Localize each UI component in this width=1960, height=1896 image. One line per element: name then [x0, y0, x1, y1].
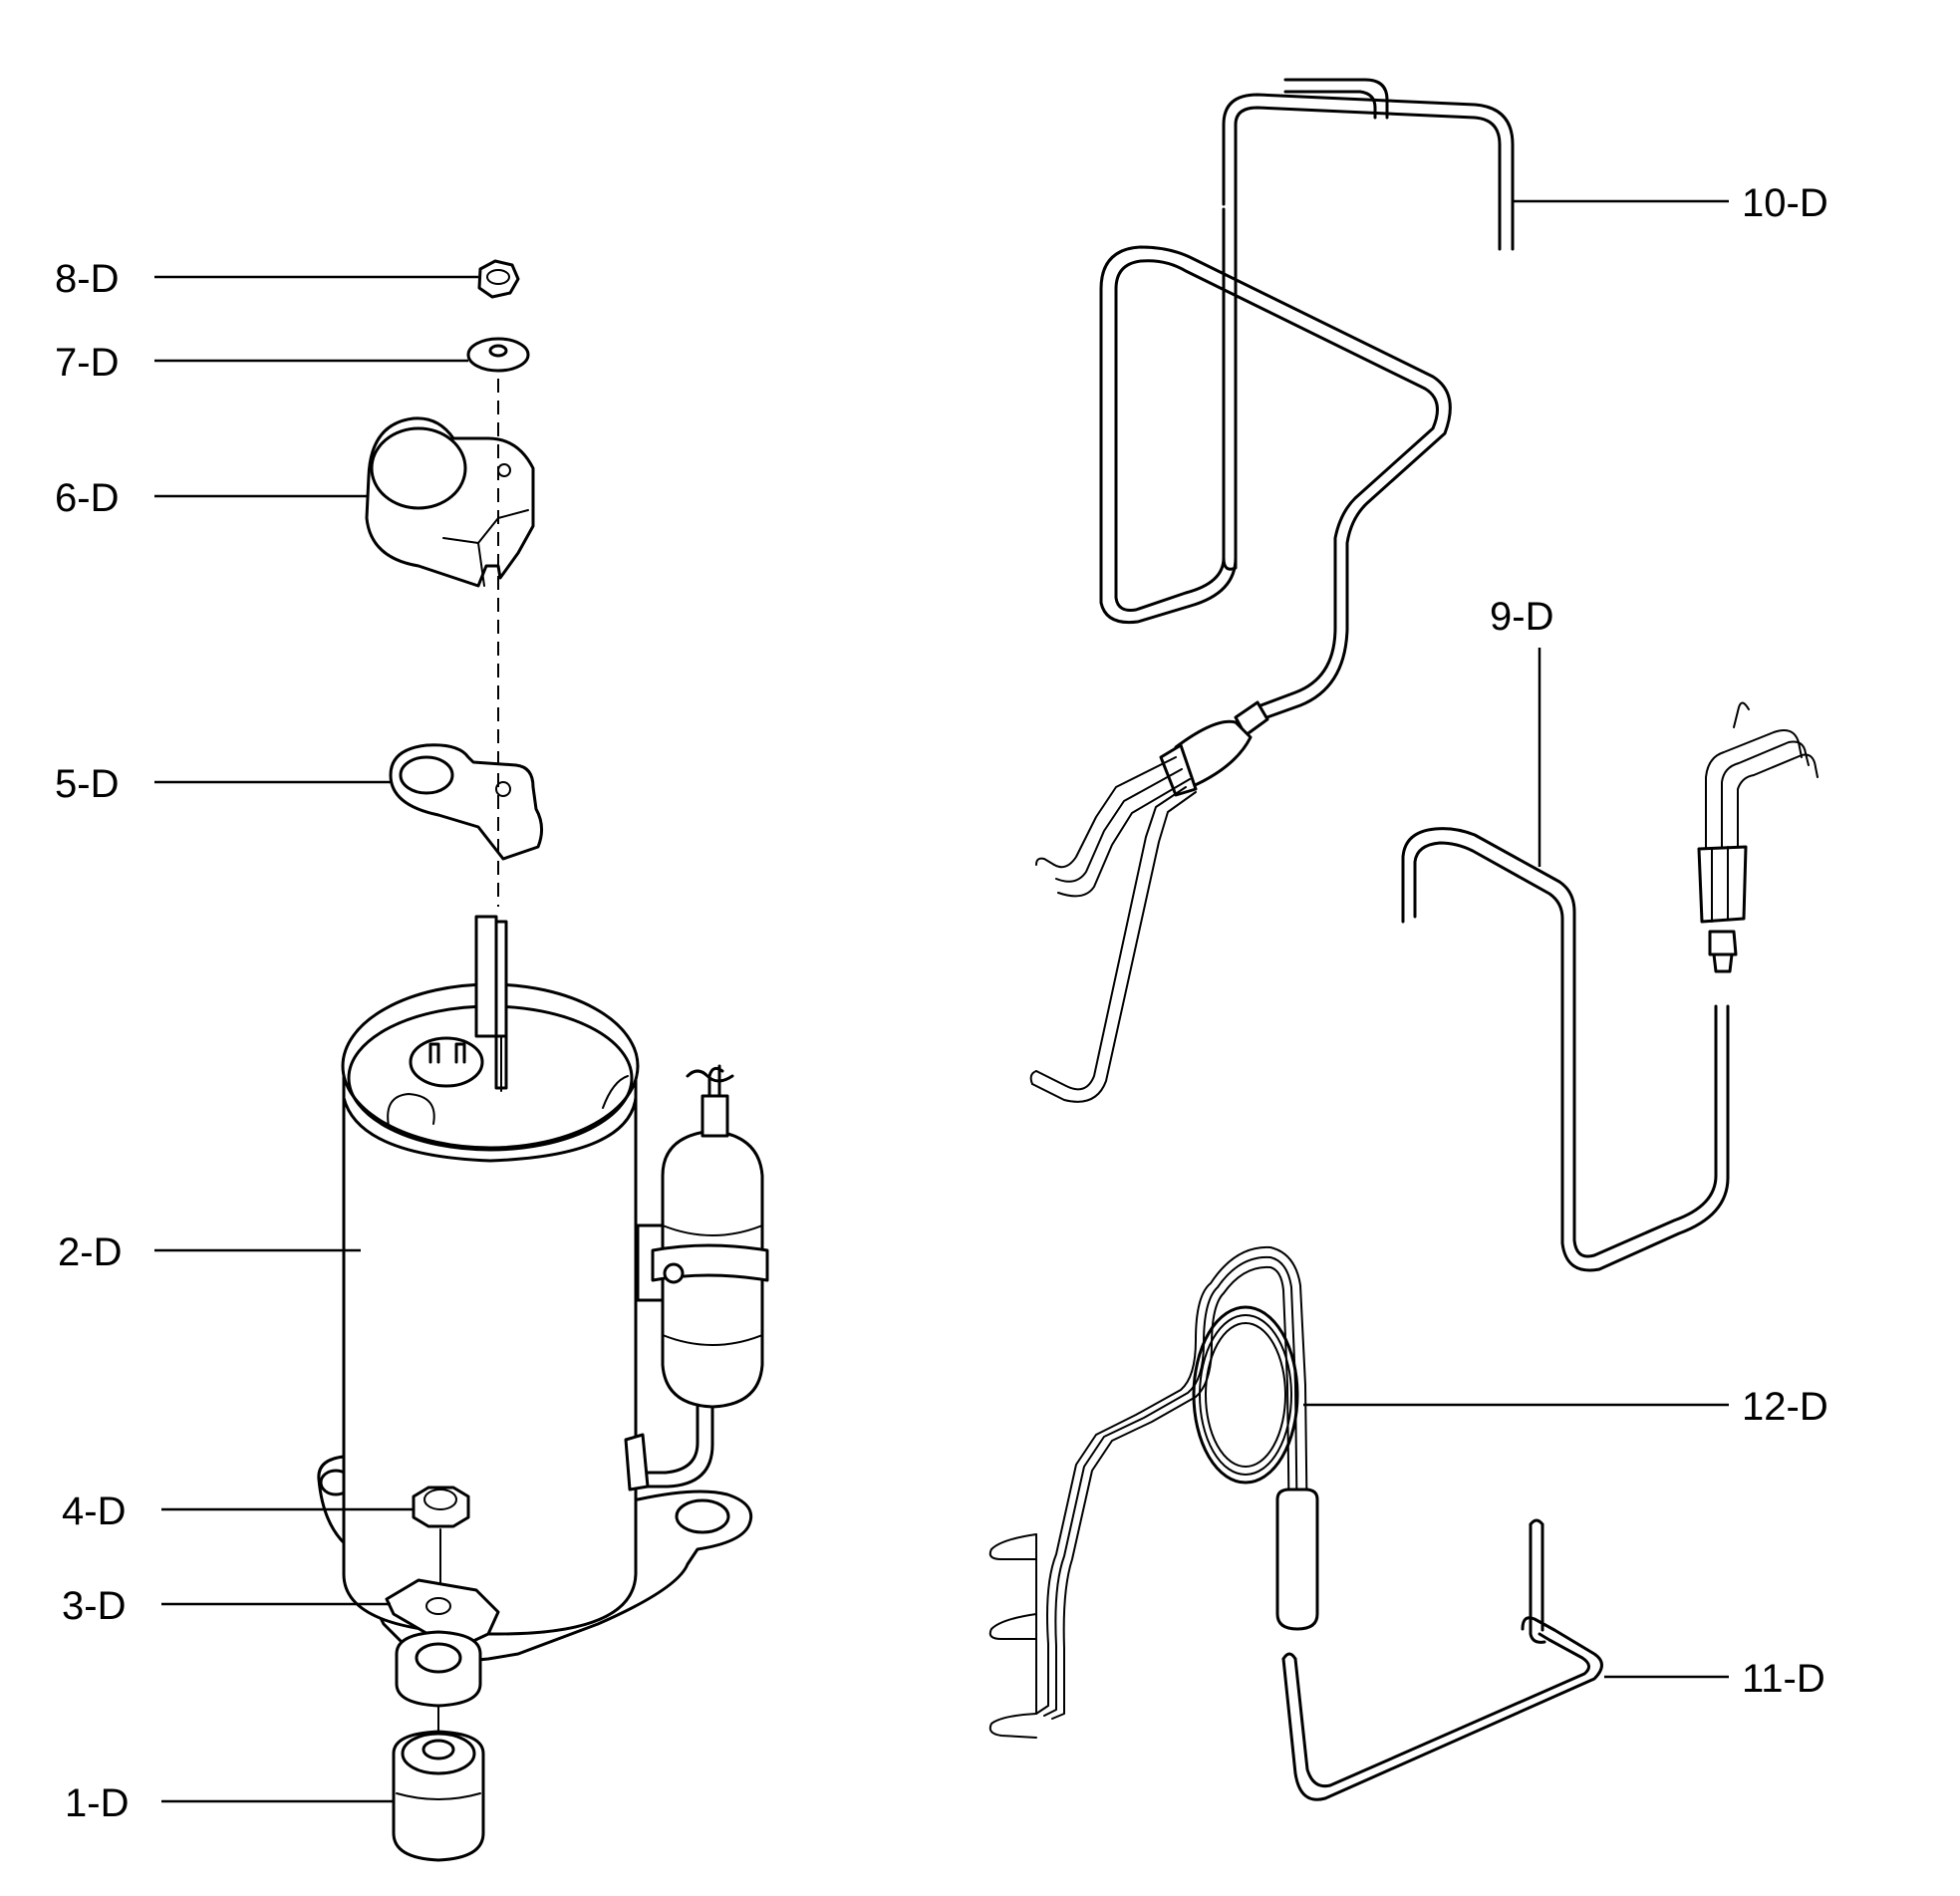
callout-10-d: 10-D [1742, 181, 1828, 225]
callout-2-d: 2-D [58, 1230, 122, 1274]
callout-7-d: 7-D [55, 341, 119, 385]
callout-4-d: 4-D [62, 1490, 126, 1533]
part-8-nut [477, 259, 520, 299]
part-2-compressor [317, 915, 769, 1755]
callout-3-d: 3-D [62, 1584, 126, 1628]
callout-1-d: 1-D [65, 1781, 129, 1825]
callout-5-d: 5-D [55, 762, 119, 806]
part-6-terminal-cover [365, 416, 535, 588]
callout-6-d: 6-D [55, 476, 119, 520]
callout-8-d: 8-D [55, 257, 119, 301]
part-11-tube [1281, 1518, 1603, 1801]
part-7-washer [466, 337, 530, 373]
part-10-tube-assembly [1029, 78, 1515, 1103]
leader-lines [154, 199, 1729, 1803]
callout-12-d: 12-D [1742, 1385, 1828, 1429]
part-12-capillary-tube [988, 1245, 1319, 1739]
callout-11-d: 11-D [1742, 1657, 1825, 1701]
part-5-gasket-plate [389, 743, 543, 861]
callout-9-d: 9-D [1490, 595, 1553, 639]
part-9-tube [1401, 701, 1819, 1272]
part-1-rubber-foot [392, 1730, 485, 1862]
